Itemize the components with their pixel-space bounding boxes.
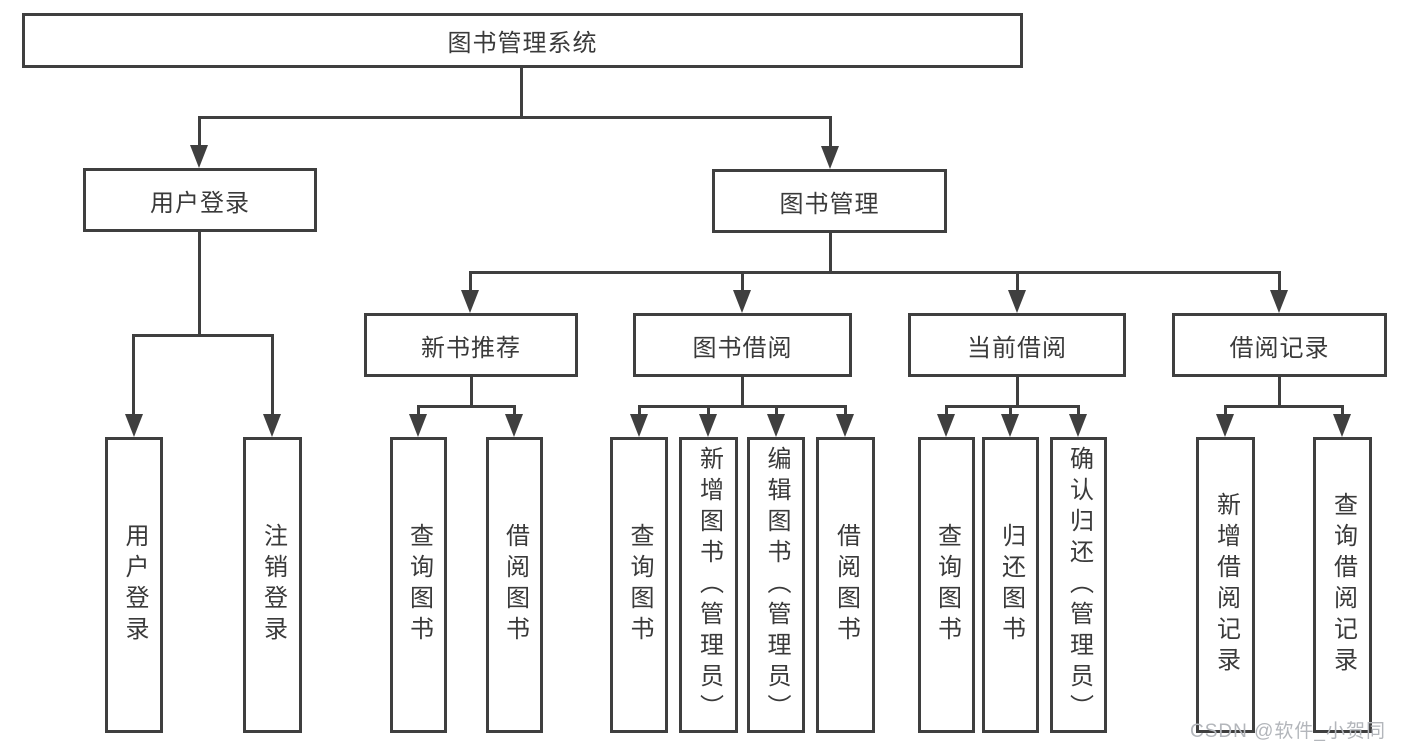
node-new-book-recommend: 新书推荐 bbox=[364, 313, 578, 377]
connector-arrowhead bbox=[409, 414, 427, 437]
leaf-borrowing-edit-books-admin: 编辑图书（管理员） bbox=[747, 437, 805, 733]
node-label: 图书借阅 bbox=[692, 334, 793, 362]
connector-line bbox=[844, 405, 847, 417]
leaf-borrowing-query-books: 查询图书 bbox=[610, 437, 668, 733]
connector-line bbox=[513, 405, 516, 417]
connector-line bbox=[829, 116, 832, 146]
connector-line bbox=[198, 231, 201, 336]
connector-line bbox=[638, 405, 847, 408]
connector-arrowhead bbox=[263, 414, 281, 437]
connector-line bbox=[417, 405, 516, 408]
connector-arrowhead bbox=[699, 414, 717, 437]
connector-arrowhead bbox=[1270, 290, 1288, 313]
connector-line bbox=[741, 376, 744, 407]
connector-line bbox=[271, 334, 274, 414]
leaf-newbook-borrow-books: 借阅图书 bbox=[486, 437, 543, 733]
connector-line bbox=[132, 334, 274, 337]
node-label: 查询图书 bbox=[405, 523, 433, 647]
node-book-management: 图书管理 bbox=[712, 169, 947, 233]
leaf-newbook-query-books: 查询图书 bbox=[390, 437, 447, 733]
connector-line bbox=[520, 67, 523, 119]
leaf-current-query-books: 查询图书 bbox=[918, 437, 975, 733]
connector-line bbox=[1009, 405, 1012, 417]
node-label: 查询图书 bbox=[933, 523, 961, 647]
connector-line bbox=[945, 405, 1079, 408]
node-label: 新增图书（管理员） bbox=[695, 445, 723, 725]
node-label: 查询借阅记录 bbox=[1329, 492, 1357, 678]
node-label: 用户登录 bbox=[121, 523, 148, 647]
connector-arrowhead bbox=[937, 414, 955, 437]
connector-line bbox=[775, 405, 778, 417]
connector-line bbox=[741, 271, 744, 292]
node-root-library-system: 图书管理系统 bbox=[22, 13, 1023, 68]
connector-arrowhead bbox=[505, 414, 523, 437]
node-label: 借阅图书 bbox=[501, 523, 529, 647]
node-label: 编辑图书（管理员） bbox=[763, 445, 790, 725]
connector-line bbox=[1077, 405, 1080, 417]
connector-line bbox=[707, 405, 710, 417]
connector-line bbox=[945, 405, 948, 417]
connector-arrowhead bbox=[821, 146, 839, 169]
node-label: 注销登录 bbox=[259, 523, 287, 647]
node-label: 当前借阅 bbox=[967, 334, 1067, 362]
node-label: 用户登录 bbox=[150, 189, 250, 217]
connector-line bbox=[1224, 405, 1344, 408]
connector-arrowhead bbox=[1008, 290, 1026, 313]
connector-arrowhead bbox=[1069, 414, 1087, 437]
node-label: 查询图书 bbox=[626, 523, 653, 647]
leaf-user-login: 用户登录 bbox=[105, 437, 163, 733]
leaf-current-return-books: 归还图书 bbox=[982, 437, 1039, 733]
connector-arrowhead bbox=[461, 290, 479, 313]
node-label: 归还图书 bbox=[997, 523, 1025, 647]
connector-line bbox=[1278, 376, 1281, 407]
connector-line bbox=[829, 232, 832, 273]
connector-arrowhead bbox=[125, 414, 143, 437]
connector-line bbox=[1278, 271, 1281, 292]
connector-arrowhead bbox=[630, 414, 648, 437]
connector-arrowhead bbox=[836, 414, 854, 437]
connector-line bbox=[1016, 271, 1019, 292]
connector-arrowhead bbox=[1216, 414, 1234, 437]
node-book-borrowing: 图书借阅 bbox=[633, 313, 852, 377]
connector-arrowhead bbox=[190, 145, 208, 168]
connector-arrowhead bbox=[767, 414, 785, 437]
node-borrowing-records: 借阅记录 bbox=[1172, 313, 1387, 377]
node-label: 新增借阅记录 bbox=[1212, 492, 1240, 678]
leaf-current-confirm-return-admin: 确认归还（管理员） bbox=[1050, 437, 1107, 733]
connector-line bbox=[638, 405, 641, 417]
connector-arrowhead bbox=[1001, 414, 1019, 437]
node-label: 借阅记录 bbox=[1229, 334, 1330, 362]
connector-line bbox=[132, 334, 135, 414]
connector-line bbox=[417, 405, 420, 417]
connector-arrowhead bbox=[733, 290, 751, 313]
leaf-records-query-borrow-record: 查询借阅记录 bbox=[1313, 437, 1372, 733]
node-current-borrowing: 当前借阅 bbox=[908, 313, 1126, 377]
connector-line bbox=[469, 271, 1280, 274]
connector-line bbox=[470, 376, 473, 407]
connector-line bbox=[469, 271, 472, 292]
connector-line bbox=[1341, 405, 1344, 417]
connector-line bbox=[1224, 405, 1227, 417]
node-label: 图书管理系统 bbox=[447, 30, 598, 57]
csdn-watermark: CSDN @软件_小贺同学 bbox=[1190, 721, 1386, 742]
node-label: 借阅图书 bbox=[832, 523, 860, 647]
connector-arrowhead bbox=[1333, 414, 1351, 437]
node-label: 图书管理 bbox=[779, 190, 880, 218]
leaf-logout: 注销登录 bbox=[243, 437, 302, 733]
leaf-borrowing-add-books-admin: 新增图书（管理员） bbox=[679, 437, 738, 733]
connector-line bbox=[1016, 376, 1019, 407]
connector-line bbox=[198, 116, 832, 119]
leaf-records-add-borrow-record: 新增借阅记录 bbox=[1196, 437, 1255, 733]
leaf-borrowing-borrow-books: 借阅图书 bbox=[816, 437, 875, 733]
connector-line bbox=[198, 116, 201, 146]
node-user-login: 用户登录 bbox=[83, 168, 317, 232]
node-label: 确认归还（管理员） bbox=[1065, 445, 1093, 725]
node-label: 新书推荐 bbox=[421, 334, 521, 362]
